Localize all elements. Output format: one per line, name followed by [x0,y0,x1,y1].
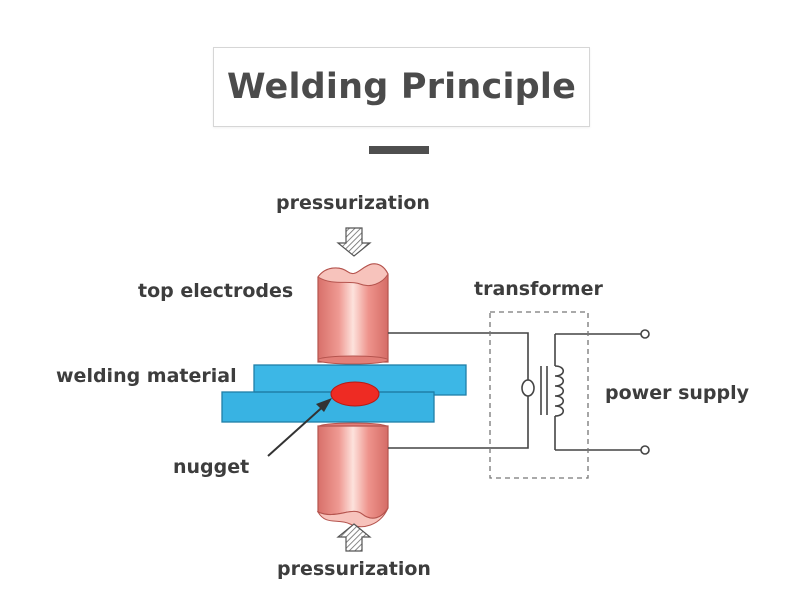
transformer-housing [489,311,589,479]
circuit-wiring [388,329,650,455]
power-supply-label: power supply [605,382,750,404]
up-arrow-icon [336,523,372,552]
nugget-pointer-arrow [267,398,332,457]
pressurization-bottom-label: pressurization [277,558,431,580]
nugget-label: nugget [173,456,250,478]
top-electrodes-label: top electrodes [138,280,294,302]
down-arrow-icon [336,227,372,257]
page-title: Welding Principle [226,67,577,107]
pressurization-top-label: pressurization [276,192,430,214]
bottom-electrode [316,422,389,528]
title-box: Welding Principle [213,47,590,127]
welding-material-label: welding material [56,365,237,387]
top-electrode [317,263,389,365]
nugget-shape [330,381,380,407]
transformer-label: transformer [474,278,603,300]
title-underline [369,146,429,154]
